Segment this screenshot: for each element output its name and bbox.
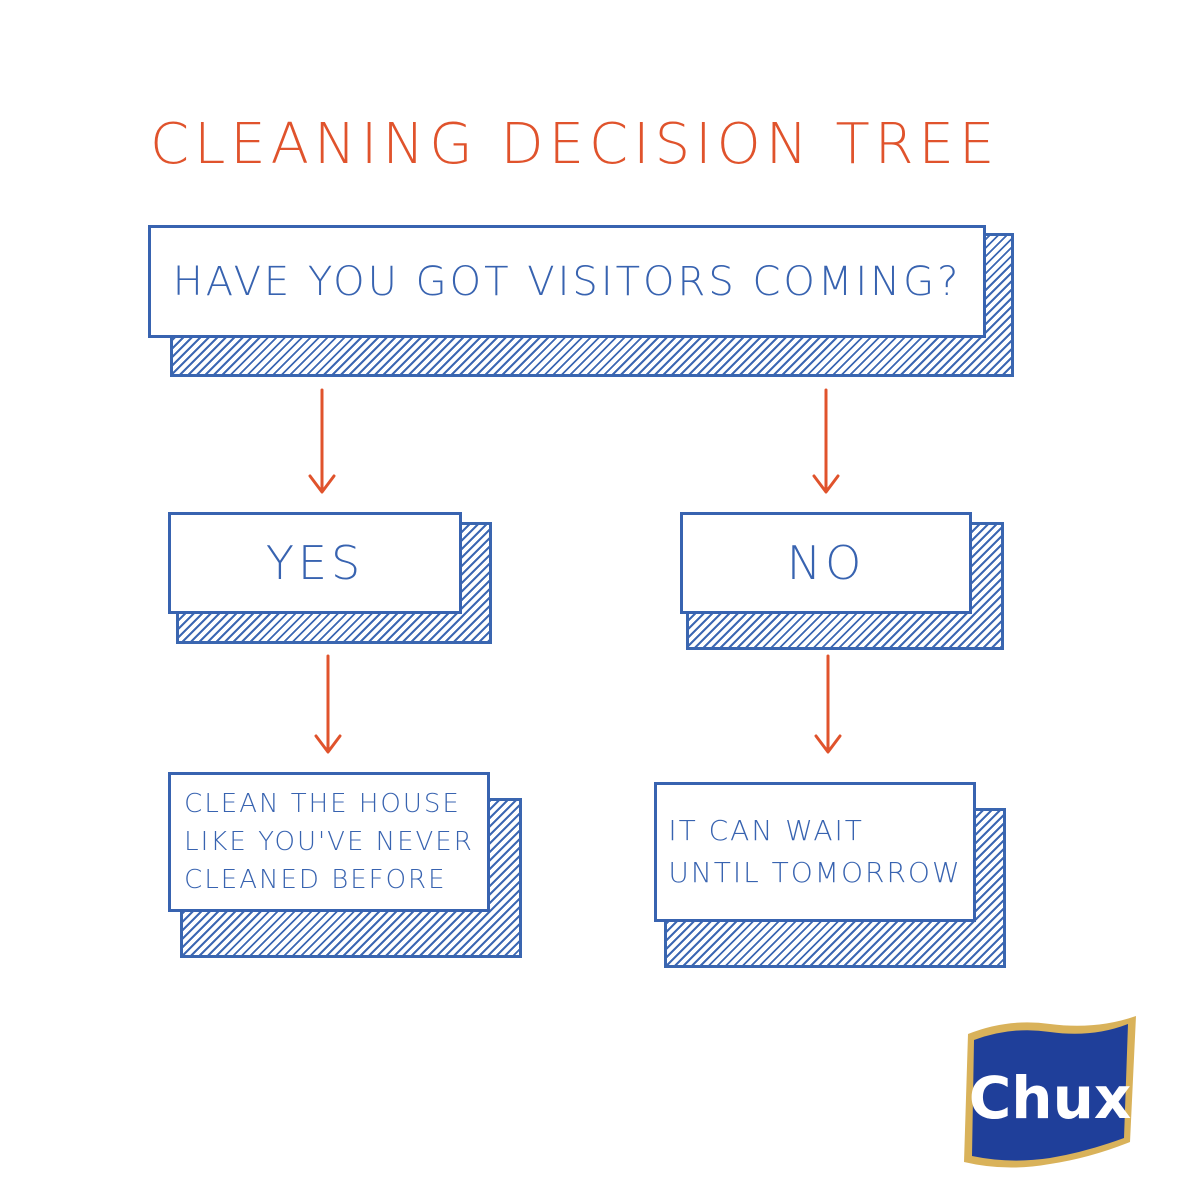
- arrow-no-to-outcome: [814, 654, 842, 754]
- yes-outcome-box: CLEAN THE HOUSE LIKE YOU'VE NEVER CLEANE…: [168, 772, 522, 958]
- yes-outcome-line-2: LIKE YOU'VE NEVER: [184, 827, 474, 857]
- no-outcome-text: IT CAN WAIT UNTIL TOMORROW: [668, 810, 961, 894]
- arrow-yes-to-outcome: [314, 654, 342, 754]
- no-outcome-line-2: UNTIL TOMORROW: [668, 856, 962, 889]
- yes-outcome-box-face: CLEAN THE HOUSE LIKE YOU'VE NEVER CLEANE…: [168, 772, 490, 912]
- question-text: HAVE YOU GOT VISITORS COMING?: [172, 258, 962, 305]
- diagram-title: CLEANING DECISION TREE: [150, 112, 1000, 177]
- no-box: NO: [680, 512, 1004, 650]
- no-box-face: NO: [680, 512, 972, 614]
- chux-logo: Chux: [964, 1016, 1136, 1168]
- arrow-question-to-no: [812, 388, 840, 494]
- yes-box: YES: [168, 512, 492, 644]
- yes-box-face: YES: [168, 512, 462, 614]
- yes-outcome-line-3: CLEANED BEFORE: [184, 865, 447, 895]
- yes-text: YES: [265, 536, 365, 590]
- arrow-question-to-yes: [308, 388, 336, 494]
- question-box-face: HAVE YOU GOT VISITORS COMING?: [148, 225, 986, 338]
- no-outcome-box: IT CAN WAIT UNTIL TOMORROW: [654, 782, 1006, 968]
- no-text: NO: [786, 536, 866, 590]
- yes-outcome-text: CLEAN THE HOUSE LIKE YOU'VE NEVER CLEANE…: [184, 785, 474, 899]
- no-outcome-line-1: IT CAN WAIT: [668, 814, 864, 847]
- logo-wordmark: Chux: [969, 1064, 1132, 1132]
- no-outcome-box-face: IT CAN WAIT UNTIL TOMORROW: [654, 782, 976, 922]
- question-box: HAVE YOU GOT VISITORS COMING?: [148, 225, 1014, 377]
- yes-outcome-line-1: CLEAN THE HOUSE: [184, 789, 461, 819]
